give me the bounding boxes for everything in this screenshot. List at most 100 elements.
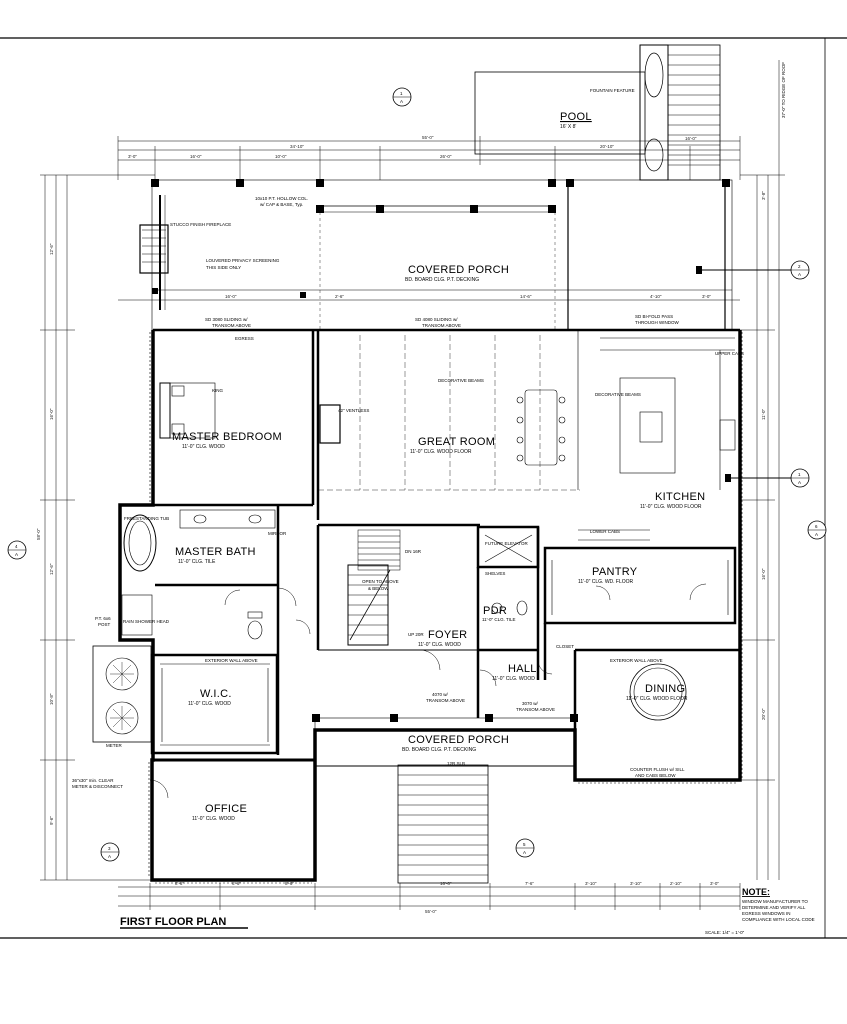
note-exterior-wall: EXTERIOR WALL ABOVE — [205, 658, 258, 663]
master-bedroom-sub: 11'-0" CLG. WOOD — [182, 444, 225, 450]
note-fountain: FOUNTAIN FEATURE — [590, 88, 635, 93]
ceiling-beams — [318, 335, 580, 491]
interior-walls — [150, 330, 740, 755]
callout-bottom-left-num: 3 — [108, 846, 111, 851]
dining-label: DINING — [645, 683, 685, 695]
callout-bottom-mid-num: 5 — [523, 842, 526, 847]
note-bifold: SD BI-FOLD PASS — [635, 314, 673, 319]
porch-bottom-structure — [314, 717, 576, 767]
dim-top-a: 34'-10" — [290, 144, 304, 149]
pantry-label: PANTRY — [592, 566, 638, 578]
note-heading: NOTE: — [742, 887, 770, 897]
callout-right-edge-sheet: A — [815, 532, 818, 537]
office-label: OFFICE — [205, 803, 247, 815]
fixtures — [92, 337, 736, 746]
note-posts-top-2: w/ CAP & BASE, Typ. — [260, 202, 303, 207]
kitchen-label: KITCHEN — [655, 491, 705, 503]
note-counter: COUNTER FLUSH w/ SILL — [630, 767, 685, 772]
dim-seg3: 10'-0" — [275, 154, 287, 159]
pantry-sub: 11'-0" CLG. WD. FLOOR — [578, 579, 634, 585]
dim-pool: 16'-0" — [685, 136, 697, 141]
wic-label: W.I.C. — [200, 688, 232, 700]
note-transom-3: 3070 w/ — [522, 701, 539, 706]
note-elevator: FUTURE ELEVATOR — [485, 541, 529, 546]
section-marker-left: 4 A — [7, 540, 27, 560]
note-meter-2: 36"x30" min. CLEAR — [72, 778, 114, 783]
interior-stair — [347, 529, 401, 646]
dimension-lines — [40, 60, 785, 910]
dim-bot-e: 7'-6" — [525, 881, 534, 886]
callout-right-edge-num: 6 — [815, 524, 818, 529]
note-transom-2: TRANSOM ABOVE — [426, 698, 465, 703]
dim-top-b: 20'-10" — [600, 144, 614, 149]
section-marker-top: 1 A — [392, 87, 412, 107]
room-labels: POOL 16' X 8' COVERED PORCH BD. BOARD CL… — [172, 111, 705, 822]
note-line-4: COMPLIANCE WITH LOCAL CODE — [742, 917, 815, 922]
note-freestanding-tub: FREESTANDING TUB — [124, 516, 169, 521]
note-exterior-wall-2: EXTERIOR WALL ABOVE — [610, 658, 663, 663]
note-open-above-2: & BELOW — [368, 586, 389, 591]
callout-bottom-mid-sheet: A — [523, 850, 526, 855]
dim-r4: 4'-10" — [650, 294, 662, 299]
note-egress: EGRESS — [235, 336, 254, 341]
note-stucco-fireplace: STUCCO FINISH FIREPLACE — [170, 222, 231, 227]
section-callouts: 1 A 4 A 2 A 1 A 6 A — [7, 87, 827, 862]
note-mirror: MIRROR — [268, 531, 287, 536]
porch-top-structure — [139, 179, 733, 331]
note-sliding-left-2: TRANSOM ABOVE — [212, 323, 251, 328]
note-pt-post: P.T. 6x6 — [95, 616, 111, 621]
dim-seg4: 26'-0" — [440, 154, 452, 159]
note-sliding-mid: SD 4080 SLIDING w/ — [415, 317, 458, 322]
section-marker-bottom-left: 3 A — [100, 842, 120, 862]
section-marker-right-edge: 6 A — [807, 520, 827, 540]
dim-left-overall: 58'-0" — [36, 528, 41, 540]
note-lower-cabs: LOWER CABS — [590, 529, 620, 534]
dim-r2: 2'-6" — [335, 294, 344, 299]
section-marker-bottom-mid: 5 A — [515, 838, 535, 858]
dim-bot-b: 6'-6" — [232, 881, 241, 886]
title-block: FIRST FLOOR PLAN SCALE: 1/4" = 1'-0" NOT… — [120, 887, 815, 935]
dim-seg2: 16'-0" — [190, 154, 202, 159]
note-line-1: WINDOW MANUFACTURER TO — [742, 899, 808, 904]
dim-bot-h: 2'-10" — [670, 881, 682, 886]
note-king: KING — [212, 388, 224, 393]
porch-posts-top — [151, 179, 730, 298]
callout-left-num: 4 — [15, 544, 18, 549]
note-bifold-2: THROUGH WINDOW — [635, 320, 679, 325]
note-dn-stair: DN 16R — [405, 549, 422, 554]
callout-bottom-left-sheet: A — [108, 854, 111, 859]
dim-bot-c: 8'-6" — [285, 881, 294, 886]
sheet-border — [0, 37, 847, 939]
great-room-label: GREAT ROOM — [418, 436, 495, 448]
covered-porch-bottom-sub: BD. BOARD CLG. P.T. DECKING — [402, 747, 476, 753]
section-marker-right-mid: 1 A — [725, 468, 810, 488]
dim-bot-f: 3'-10" — [585, 881, 597, 886]
dimension-labels: 55'-0" 34'-10" 20'-10" 3'-0" 16'-0" 10'-… — [36, 135, 766, 914]
note-louvered-2: THIS SIDE ONLY — [206, 265, 241, 270]
note-roof-ridge: 37'-0" TO RIDGE OF ROOF — [781, 62, 786, 118]
note-line-2: DETERMINE AND VERIFY ALL — [742, 905, 806, 910]
hall-label: HALL — [508, 663, 537, 675]
note-ventless: 42" VENTLESS — [338, 408, 369, 413]
dim-left-a: 12'-6" — [49, 243, 54, 255]
covered-porch-bottom-label: COVERED PORCH — [408, 734, 509, 746]
note-decorative-beams-2: DECORATIVE BEAMS — [595, 392, 641, 397]
note-transom-4: TRANSOM ABOVE — [516, 707, 555, 712]
dim-bot-i: 3'-0" — [710, 881, 719, 886]
note-meter: METER — [106, 743, 123, 748]
note-decorative-beams: DECORATIVE BEAMS — [438, 378, 484, 383]
callout-right-top-sheet: A — [798, 272, 801, 277]
dim-bottom-overall: 55'-0" — [425, 909, 437, 914]
note-closet: CLOSET — [556, 644, 574, 649]
note-counter-2: AND CABS BELOW — [635, 773, 676, 778]
callout-top-num: 1 — [400, 91, 403, 96]
callout-right-top-num: 2 — [798, 264, 801, 269]
note-upper-cabs: UPPER CABS — [715, 351, 744, 356]
powder-label: PDR — [483, 605, 507, 617]
kitchen-sub: 11'-0" CLG. WOOD FLOOR — [640, 504, 702, 510]
dim-seg1: 3'-0" — [128, 154, 137, 159]
note-open-above: OPEN TO ABOVE — [362, 579, 399, 584]
sheet-scale: SCALE: 1/4" = 1'-0" — [705, 930, 745, 935]
dim-bot-g: 3'-10" — [630, 881, 642, 886]
dim-bot-a: 8'-6" — [175, 881, 184, 886]
